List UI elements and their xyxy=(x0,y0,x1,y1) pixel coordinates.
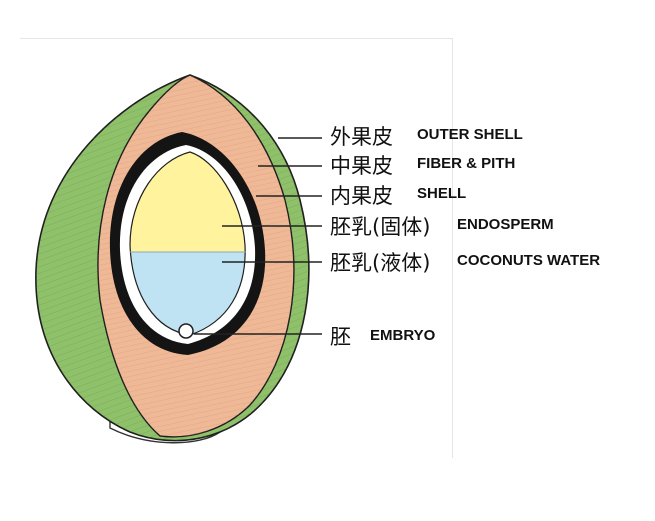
label-outer-shell-zh: 外果皮 xyxy=(330,125,393,149)
frame-top-border xyxy=(20,38,452,39)
label-embryo-en: EMBRYO xyxy=(370,327,436,344)
label-outer-shell-en: OUTER SHELL xyxy=(417,126,523,143)
frame-right-border xyxy=(452,38,453,458)
label-fiber-pith-en: FIBER & PITH xyxy=(417,155,516,172)
leader-lines xyxy=(194,137,322,335)
label-endosperm-en: ENDOSPERM xyxy=(457,216,554,233)
label-coconut-water-zh: 胚乳(液体) xyxy=(330,251,431,275)
label-shell-en: SHELL xyxy=(417,185,467,202)
embryo-marker xyxy=(178,323,194,339)
label-fiber-pith-zh: 中果皮 xyxy=(330,154,393,178)
label-shell-zh: 内果皮 xyxy=(330,184,393,208)
label-coconut-water-en: COCONUTS WATER xyxy=(457,252,601,269)
label-endosperm-zh: 胚乳(固体) xyxy=(330,215,431,239)
label-embryo-zh: 胚 xyxy=(330,325,351,349)
